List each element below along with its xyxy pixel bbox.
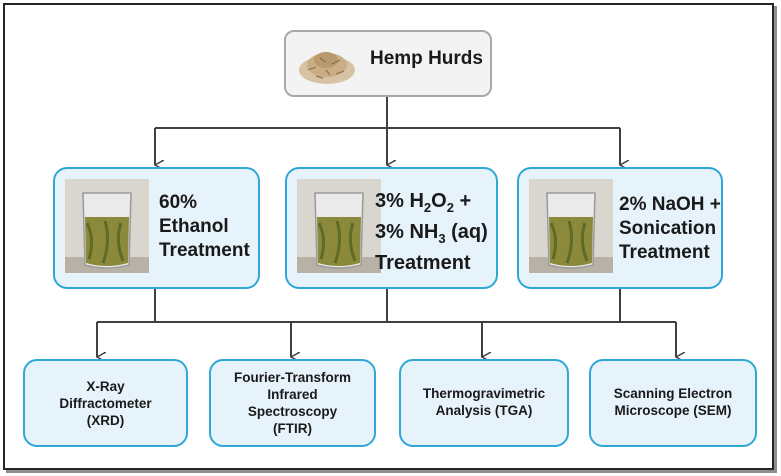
- ftir-line-1: Fourier-Transform: [233, 370, 352, 385]
- naoh-line-2: Sonication: [619, 218, 717, 239]
- peroxide-ammonia-label: 3% H2O2 + 3% NH3 (aq) Treatment: [375, 189, 488, 276]
- xrd-line-1: X-Ray: [86, 379, 125, 394]
- diagram-frame: [3, 3, 774, 470]
- naoh-sonication-label: 2% NaOH + Sonication Treatment: [619, 193, 721, 265]
- ethanol-line-2: Ethanol: [159, 216, 229, 237]
- sem-method-node: Scanning Electron Microscope (SEM): [589, 359, 757, 447]
- sem-label: Scanning Electron Microscope (SEM): [591, 385, 755, 419]
- naoh-line-1: 2% NaOH +: [619, 194, 721, 215]
- h2o2-sub-a: 2: [423, 200, 432, 215]
- h2o2-plus: +: [453, 190, 472, 212]
- ftir-line-4: (FTIR): [273, 421, 312, 436]
- naoh-sonication-treatment-node: 2% NaOH + Sonication Treatment: [517, 167, 723, 289]
- hemp-hurds-image: [299, 52, 355, 84]
- xrd-method-node: X-Ray Diffractometer (XRD): [23, 359, 188, 447]
- h2o2-part-b: O: [431, 190, 447, 212]
- peroxide-line-3: Treatment: [375, 252, 471, 274]
- ftir-line-3: Spectroscopy: [247, 404, 338, 419]
- beaker-image: [65, 179, 149, 273]
- nh3-sub: 3: [438, 231, 446, 246]
- tga-line-2: Analysis (TGA): [435, 403, 533, 418]
- nh3-aq: (aq): [445, 221, 488, 243]
- xrd-line-2: Diffractometer: [59, 396, 152, 411]
- tga-line-1: Thermogravimetric: [422, 386, 546, 401]
- naoh-line-3: Treatment: [619, 242, 710, 263]
- ftir-line-2: Infrared: [267, 387, 318, 402]
- hemp-hurds-node: Hemp Hurds: [284, 30, 492, 97]
- tga-label: Thermogravimetric Analysis (TGA): [401, 385, 567, 419]
- beaker-image: [297, 179, 381, 273]
- ftir-label: Fourier-Transform Infrared Spectroscopy …: [211, 369, 374, 437]
- ftir-method-node: Fourier-Transform Infrared Spectroscopy …: [209, 359, 376, 447]
- ethanol-line-1: 60%: [159, 192, 198, 213]
- tga-method-node: Thermogravimetric Analysis (TGA): [399, 359, 569, 447]
- sem-line-1: Scanning Electron: [613, 386, 733, 401]
- peroxide-line-1: 3% H2O2 +: [375, 189, 488, 220]
- ethanol-line-3: Treatment: [159, 240, 250, 261]
- ethanol-treatment-label: 60% Ethanol Treatment: [159, 191, 250, 263]
- beaker-image: [529, 179, 613, 273]
- sem-line-2: Microscope (SEM): [614, 403, 732, 418]
- xrd-label: X-Ray Diffractometer (XRD): [25, 378, 186, 429]
- xrd-line-3: (XRD): [86, 413, 125, 428]
- nh3-part-a: 3% NH: [375, 221, 439, 243]
- hemp-hurds-label: Hemp Hurds: [370, 48, 483, 69]
- ethanol-treatment-node: 60% Ethanol Treatment: [53, 167, 260, 289]
- peroxide-ammonia-treatment-node: 3% H2O2 + 3% NH3 (aq) Treatment: [285, 167, 498, 289]
- h2o2-sub-b: 2: [446, 200, 454, 215]
- h2o2-part-a: 3% H: [375, 190, 424, 212]
- peroxide-line-2: 3% NH3 (aq): [375, 220, 488, 251]
